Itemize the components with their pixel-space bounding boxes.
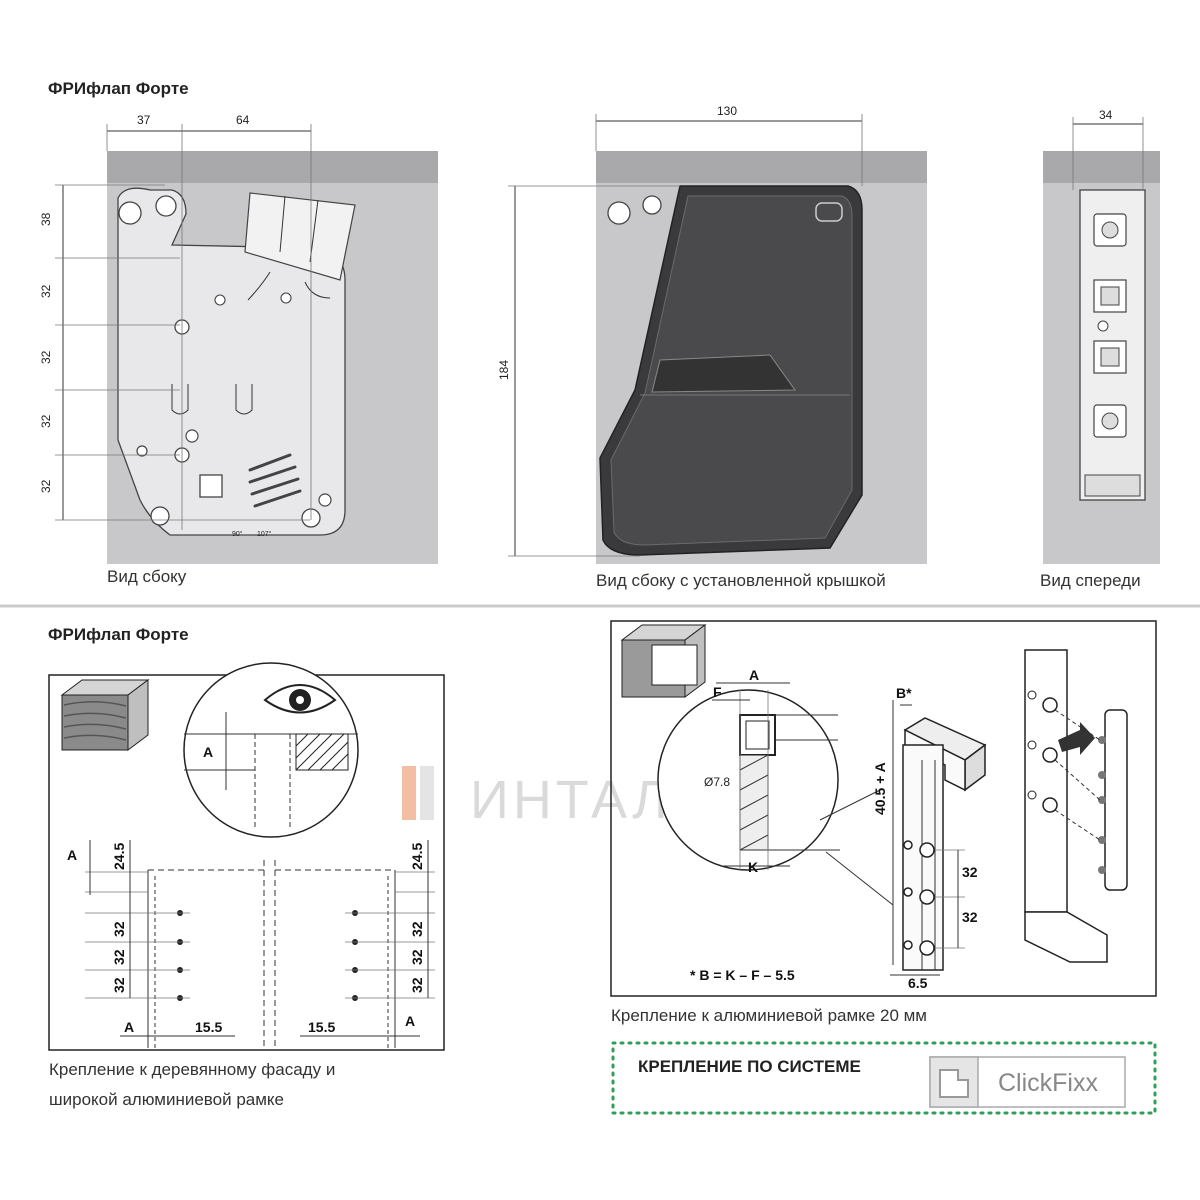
angle-90: 90° xyxy=(232,530,243,538)
watermark-logo xyxy=(402,766,416,820)
mount-hole xyxy=(136,445,148,457)
label-a: A xyxy=(124,1019,134,1035)
hole-pattern-left: A 24.5 24.5 32 32 32 32 32 32 A 15.5 15.… xyxy=(67,840,435,1048)
mount-hole xyxy=(118,201,142,225)
mount-hole xyxy=(155,195,177,217)
dim-40-5-a: 40.5 + A xyxy=(872,762,888,815)
clickfixx-box xyxy=(611,1041,1157,1115)
mount-hole xyxy=(150,506,170,526)
dim-32: 32 xyxy=(39,414,53,428)
vent-slots xyxy=(248,453,302,508)
caption-aluminium: Крепление к алюминиевой рамке 20 мм xyxy=(611,1006,927,1025)
caption-wood-line1: Крепление к деревянному фасаду и xyxy=(49,1060,335,1079)
dim-130: 130 xyxy=(717,104,737,118)
caption-side-cover: Вид сбоку с установленной крышкой xyxy=(596,571,886,590)
label-a: A xyxy=(405,1013,415,1029)
mount-plate xyxy=(1024,649,1128,963)
side-view-cover xyxy=(596,151,927,564)
dim-32: 32 xyxy=(409,921,425,937)
wood-block-icon xyxy=(60,679,150,751)
label-f: F xyxy=(713,684,722,700)
side-view: 90° 107° xyxy=(107,151,438,564)
front-view xyxy=(1043,151,1160,564)
aluminium-profile: B* 40.5 + A 32 32 6.5 xyxy=(872,685,987,991)
clickfixx-label: КРЕПЛЕНИЕ ПО СИСТЕМЕ xyxy=(638,1057,861,1076)
caption-front-view: Вид спереди xyxy=(1040,571,1141,590)
dim-32: 32 xyxy=(111,921,127,937)
clickfixx-logo-text: ClickFixx xyxy=(998,1069,1098,1097)
dim-37: 37 xyxy=(137,113,151,127)
label-a: A xyxy=(67,847,77,863)
dim-32: 32 xyxy=(39,284,53,298)
dim-32: 32 xyxy=(409,977,425,993)
cover-ridge xyxy=(651,354,796,393)
dim-24-5: 24.5 xyxy=(111,843,127,870)
label-diameter: Ø7.8 xyxy=(704,775,730,789)
square-hole xyxy=(199,474,223,498)
front-view-top-board xyxy=(1043,151,1160,183)
dim-34: 34 xyxy=(1099,108,1113,122)
side-view-top-board xyxy=(107,151,438,183)
top-title: ФРИфлап Форте xyxy=(48,79,189,98)
cover-view-dimensions: 130 184 xyxy=(497,104,863,557)
dim-32: 32 xyxy=(39,479,53,493)
dim-6-5: 6.5 xyxy=(908,975,928,991)
cover-view-top-board xyxy=(596,151,927,183)
mount-hole xyxy=(185,429,199,443)
clickfixx-logo: ClickFixx xyxy=(929,1056,1126,1108)
aluminium-mount-frame xyxy=(610,620,1157,997)
label-a: A xyxy=(203,744,213,760)
dim-32: 32 xyxy=(111,977,127,993)
label-b: B* xyxy=(896,685,912,701)
dim-24-5: 24.5 xyxy=(409,843,425,870)
lever-arm xyxy=(244,192,356,281)
dim-64: 64 xyxy=(236,113,250,127)
caption-side-view: Вид сбоку xyxy=(107,567,187,586)
dim-32: 32 xyxy=(962,909,978,925)
cover-logo-slot xyxy=(815,202,843,222)
dim-184: 184 xyxy=(497,360,511,380)
dim-15-5: 15.5 xyxy=(195,1019,222,1035)
alu-frame-icon xyxy=(620,624,707,698)
label-a: A xyxy=(749,667,759,683)
eye-icon xyxy=(263,684,337,714)
dim-32: 32 xyxy=(962,864,978,880)
mount-hole xyxy=(318,493,332,507)
section-detail: A F K Ø7.8 xyxy=(657,667,894,906)
bottom-title: ФРИфлап Форте xyxy=(48,625,189,644)
formula-b: * B = K – F – 5.5 xyxy=(690,967,795,983)
front-view-dimensions: 34 xyxy=(1072,108,1144,190)
caption-wood-line2: широкой алюминиевой рамке xyxy=(49,1090,284,1109)
detail-circle: A xyxy=(183,662,359,838)
dim-32: 32 xyxy=(39,350,53,364)
angle-107: 107° xyxy=(257,530,272,538)
dim-32: 32 xyxy=(111,949,127,965)
label-k: K xyxy=(748,859,758,875)
side-view-dimensions: 37 64 38 32 32 32 32 xyxy=(39,113,312,530)
dim-38: 38 xyxy=(39,212,53,226)
dim-15-5: 15.5 xyxy=(308,1019,335,1035)
dim-32: 32 xyxy=(409,949,425,965)
